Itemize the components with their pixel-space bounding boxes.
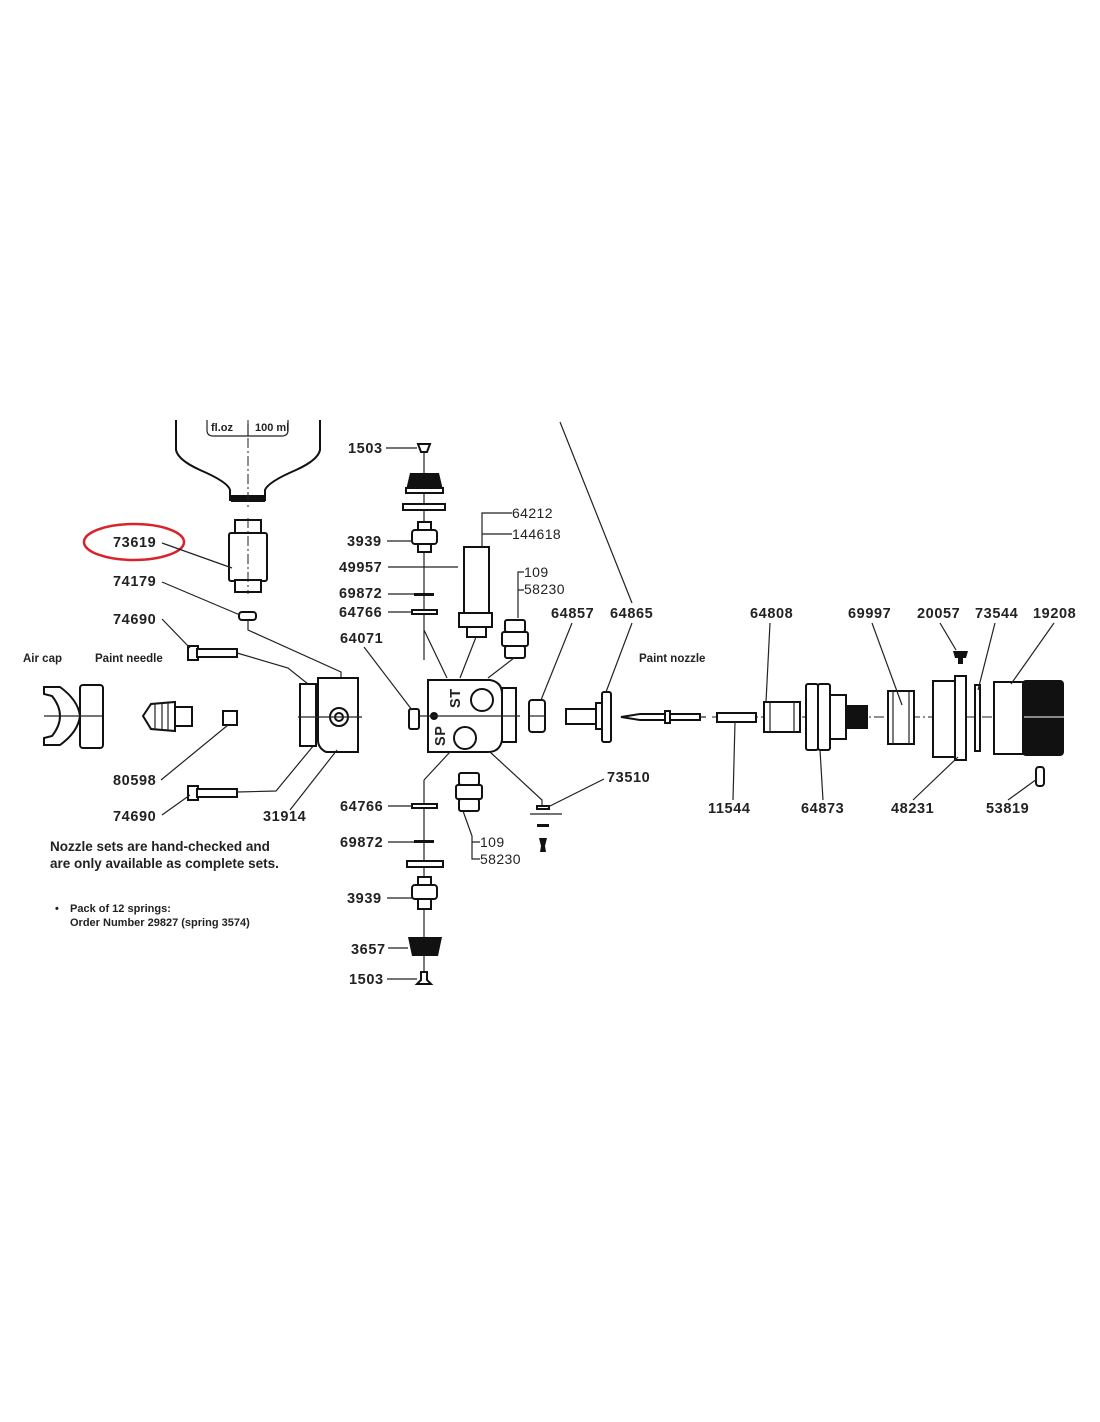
label-31914[interactable]: 31914 (263, 809, 306, 825)
part-64808-spring[interactable] (763, 701, 801, 733)
label-69872-bottom[interactable]: 69872 (340, 835, 383, 851)
label-11544[interactable]: 11544 (708, 801, 751, 817)
part-paint-needle-set[interactable] (141, 700, 193, 733)
label-74690-top[interactable]: 74690 (113, 612, 156, 628)
part-64857-seal[interactable] (528, 699, 546, 733)
label-64857[interactable]: 64857 (551, 606, 594, 622)
part-69997-ring[interactable] (887, 690, 915, 745)
label-64873[interactable]: 64873 (801, 801, 844, 817)
label-144618[interactable]: 144618 (512, 526, 561, 542)
air-cap-label: Air cap (23, 653, 62, 665)
part-74690-screw-bottom[interactable] (187, 785, 238, 801)
label-3939-top[interactable]: 3939 (347, 534, 382, 550)
label-64071[interactable]: 64071 (340, 631, 383, 647)
label-3939-bottom[interactable]: 3939 (347, 891, 382, 907)
gun-body[interactable]: ST SP (420, 679, 520, 753)
part-80598-nut[interactable] (222, 710, 238, 726)
label-19208[interactable]: 19208 (1033, 606, 1076, 622)
label-74690-bottom[interactable]: 74690 (113, 809, 156, 825)
part-48231-scale-ring[interactable] (932, 675, 967, 761)
label-1503-bottom[interactable]: 1503 (349, 972, 384, 988)
part-74690-screw-top[interactable] (187, 645, 238, 661)
part-3939-valve-top[interactable] (411, 521, 438, 553)
part-109-fitting-top[interactable] (501, 619, 529, 659)
part-64071-plug[interactable] (408, 708, 420, 730)
part-3939-valve-bottom[interactable] (411, 876, 438, 910)
label-49957[interactable]: 49957 (339, 560, 382, 576)
label-58230-top[interactable]: 58230 (524, 581, 565, 597)
part-109-fitting-bottom[interactable] (455, 772, 483, 812)
label-109-top[interactable]: 109 (524, 564, 549, 580)
part-73619-adapter[interactable] (228, 518, 268, 594)
bullet: • (55, 903, 59, 915)
cup-scale-floz: fl.oz (211, 422, 233, 434)
label-73510[interactable]: 73510 (607, 770, 650, 786)
label-3657[interactable]: 3657 (351, 942, 386, 958)
label-48231[interactable]: 48231 (891, 801, 934, 817)
paint-nozzle-label: Paint nozzle (639, 653, 705, 665)
springs-note-line2: Order Number 29827 (spring 3574) (70, 917, 250, 929)
part-69872-oring-top[interactable] (414, 593, 434, 596)
cup-scale-ml: 100 ml (255, 422, 289, 434)
part-53819-pin[interactable] (1035, 766, 1045, 787)
washer-top[interactable] (402, 503, 446, 511)
part-64865-paint-nozzle[interactable] (565, 691, 612, 743)
label-64766-bottom[interactable]: 64766 (340, 799, 383, 815)
part-1503-screw-bottom[interactable] (414, 971, 434, 985)
label-69872-top[interactable]: 69872 (339, 586, 382, 602)
part-73544-washer[interactable] (974, 684, 981, 752)
body-mark-st: ST (448, 688, 464, 708)
label-20057[interactable]: 20057 (917, 606, 960, 622)
part-64766-washer-bottom[interactable] (411, 803, 438, 809)
part-73510-screw-set[interactable] (530, 805, 562, 852)
label-74179[interactable]: 74179 (113, 574, 156, 590)
part-1503-screw-top[interactable] (416, 443, 432, 453)
springs-note-line1: Pack of 12 springs: (70, 903, 171, 915)
part-air-cap[interactable] (43, 684, 104, 749)
part-31914-block[interactable] (298, 677, 362, 753)
label-53819[interactable]: 53819 (986, 801, 1029, 817)
label-69997[interactable]: 69997 (848, 606, 891, 622)
label-80598[interactable]: 80598 (113, 773, 156, 789)
label-64865[interactable]: 64865 (610, 606, 653, 622)
knob-top[interactable] (405, 473, 444, 494)
washer-bottom[interactable] (406, 860, 444, 868)
nozzle-note-line2: are only available as complete sets. (50, 856, 279, 871)
part-64212-cylinder[interactable] (458, 546, 493, 638)
label-109-bottom[interactable]: 109 (480, 834, 505, 850)
part-64766-washer-top[interactable] (411, 609, 438, 615)
label-73619[interactable]: 73619 (113, 535, 156, 551)
part-69872-oring-bottom[interactable] (414, 840, 434, 843)
label-1503-top[interactable]: 1503 (348, 441, 383, 457)
part-3657-knob[interactable] (408, 937, 442, 956)
part-20057-screw[interactable] (953, 651, 968, 664)
part-11544-spring-guide[interactable] (716, 712, 757, 723)
label-58230-bottom[interactable]: 58230 (480, 851, 521, 867)
paint-needle-label: Paint needle (95, 653, 163, 665)
part-19208-knob[interactable] (993, 680, 1064, 756)
highlight-circle (82, 522, 186, 562)
label-73544[interactable]: 73544 (975, 606, 1018, 622)
label-64766-top[interactable]: 64766 (339, 605, 382, 621)
label-64808[interactable]: 64808 (750, 606, 793, 622)
part-64873-housing[interactable] (805, 683, 868, 751)
part-74179-seal[interactable] (238, 611, 257, 621)
nozzle-note-line1: Nozzle sets are hand-checked and (50, 839, 270, 854)
label-64212[interactable]: 64212 (512, 505, 553, 521)
body-mark-sp: SP (433, 725, 449, 746)
paint-cup: fl.oz 100 ml (175, 420, 321, 510)
nozzle-needle[interactable] (620, 710, 706, 724)
